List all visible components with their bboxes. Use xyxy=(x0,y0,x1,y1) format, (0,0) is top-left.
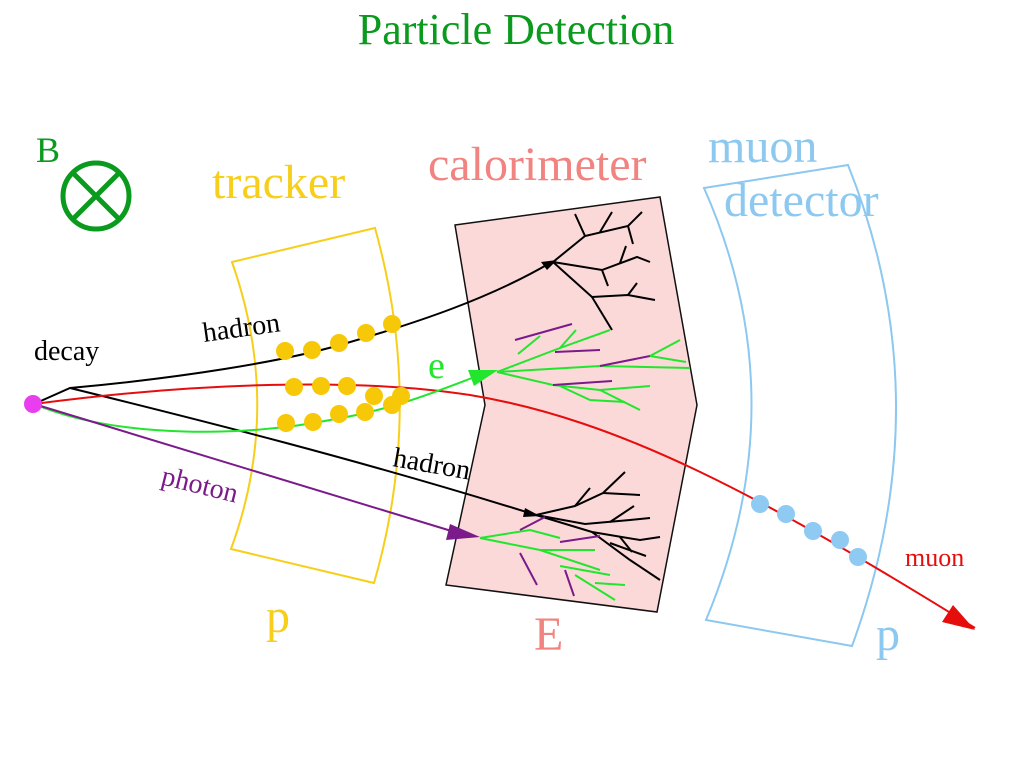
magnetic-field-into-page-icon xyxy=(60,160,132,232)
tracker-hit xyxy=(357,324,375,342)
muon-detector-hits xyxy=(751,495,867,566)
tracker-hit xyxy=(276,342,294,360)
electron-label: e xyxy=(428,345,445,387)
tracker-region xyxy=(229,226,401,585)
electron-arrowhead xyxy=(468,370,498,386)
hadron-shower-upper xyxy=(552,211,656,331)
hadron-upper-label: hadron xyxy=(201,307,282,349)
hadron-lower-label: hadron xyxy=(391,442,473,486)
tracker-label: tracker xyxy=(212,156,345,209)
hadron-track-lower xyxy=(69,387,537,516)
muon-hit xyxy=(777,505,795,523)
tracker-hit xyxy=(285,378,303,396)
muon-detector-label-line2: detector xyxy=(724,174,879,227)
tracker-hit xyxy=(383,396,401,414)
calorimeter-energy-label: E xyxy=(534,608,563,661)
muon-track xyxy=(33,383,976,629)
tracker-hit xyxy=(383,315,401,333)
muon-hit xyxy=(804,522,822,540)
electron-shower xyxy=(496,323,691,411)
tracker-hit xyxy=(304,413,322,431)
muon-detector-region xyxy=(702,163,897,648)
decay-vertex xyxy=(24,395,42,413)
photon-arrowhead xyxy=(446,524,480,540)
tracker-hits xyxy=(276,315,410,432)
muon-hit xyxy=(849,548,867,566)
tracker-hit xyxy=(312,377,330,395)
muon-label: muon xyxy=(905,543,964,572)
tracker-momentum-label: p xyxy=(266,590,290,643)
muon-hit xyxy=(751,495,769,513)
tracker-hit xyxy=(365,387,383,405)
hadron-upper-arrowhead xyxy=(541,260,557,270)
photon-label: photon xyxy=(158,461,241,510)
tracker-hit xyxy=(338,377,356,395)
calorimeter-region xyxy=(445,196,698,613)
magnetic-field-label: B xyxy=(36,130,60,170)
tracker-hit xyxy=(356,403,374,421)
hadron-lower-arrowhead xyxy=(523,508,540,517)
tracker-hit xyxy=(330,334,348,352)
tracker-hit xyxy=(303,341,321,359)
muon-hit xyxy=(831,531,849,549)
tracker-hit xyxy=(330,405,348,423)
muon-arrowhead xyxy=(942,605,975,630)
muon-detector-momentum-label: p xyxy=(876,608,900,661)
photon-track xyxy=(33,403,459,534)
hadron-shower-lower xyxy=(535,471,661,581)
diagram-title: Particle Detection xyxy=(358,5,674,54)
decay-label: decay xyxy=(34,336,99,367)
calorimeter-label: calorimeter xyxy=(428,138,647,191)
muon-detector-label-line1: muon xyxy=(708,120,817,173)
tracker-hit xyxy=(277,414,295,432)
photon-shower xyxy=(479,516,626,601)
